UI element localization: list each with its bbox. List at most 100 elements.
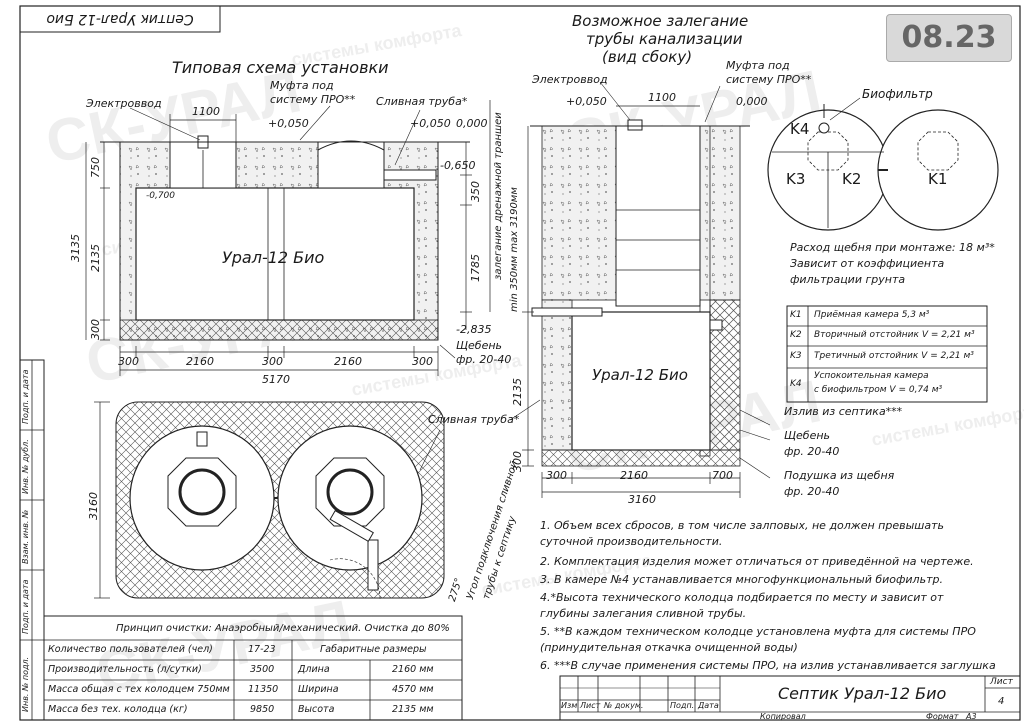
legend-k: K1	[790, 310, 802, 320]
spec-principle: Принцип очистки: Анаэробный/механический…	[116, 623, 450, 634]
stamp-kopiroval: Копировал	[760, 712, 806, 721]
gravel-note-2: Зависит от коэффициента	[790, 257, 945, 270]
side-view-title-line3: (вид сбоку)	[602, 48, 693, 66]
label-minmax: min 350мм max 3190мм	[509, 187, 520, 312]
note-line: глубины залегания сливной трубы.	[540, 607, 747, 620]
label-mufta-2: систему ПРО**	[270, 93, 356, 106]
stamp-data: Дата	[698, 701, 719, 710]
side-view-title-line2: трубы канализации	[586, 30, 743, 48]
stamp-ndok: № докум.	[604, 701, 644, 710]
dim-350: 350	[469, 181, 482, 202]
spec-dim-name: Длина	[298, 664, 330, 675]
level-m700: -0,700	[146, 191, 176, 201]
dim-2160: 2160	[334, 355, 362, 368]
label-izliv: Излив из септика***	[784, 405, 903, 418]
dim-2135-side: 2135	[511, 378, 524, 406]
note-line: (принудительная откачка очищенной воды)	[540, 641, 798, 654]
tank-name: Урал-12 Био	[222, 248, 325, 267]
stamp-list-no: 4	[998, 696, 1005, 707]
label-scheben-side: Щебень	[784, 429, 831, 442]
label-biofilter: Биофильтр	[862, 87, 933, 101]
install-scheme-title: Типовая схема установки	[172, 58, 389, 77]
dim-3135: 3135	[69, 234, 82, 262]
chamber-k1: K1	[928, 170, 948, 188]
label-electro-side: Электроввод	[532, 73, 608, 86]
level-p050-side: +0,050	[566, 95, 607, 108]
note-line: 6. ***В случае применения системы ПРО, н…	[540, 659, 996, 672]
stamp-format: Формат	[926, 712, 959, 721]
legend-desc: Приёмная камера 5,3 м³	[814, 310, 930, 320]
dim-3160: 3160	[87, 492, 100, 520]
stamp-izm: Изм	[561, 701, 578, 710]
label-zalegan: залегание дренажной траншеи	[493, 112, 504, 280]
spec-dim-val: 2160 мм	[392, 664, 434, 675]
dim-2160: 2160	[186, 355, 214, 368]
dim-300: 300	[262, 355, 283, 368]
dim-3160-side: 3160	[628, 493, 656, 506]
stamp-list: Лист	[580, 701, 601, 710]
level-m650: -0,650	[440, 159, 476, 172]
dim-300-side: 300	[511, 451, 524, 472]
spec-row-name: Масса без тех. колодца (кг)	[48, 704, 188, 715]
gravel-note-3: фильтрации грунта	[790, 273, 906, 286]
side-stamp-label: Инв. № подл.	[21, 656, 30, 712]
spec-row-name: Количество пользователей (чел)	[48, 644, 213, 655]
dim-2160-side: 2160	[620, 469, 648, 482]
label-mufta-side-2: систему ПРО**	[726, 73, 812, 86]
dim-300-side-b: 300	[546, 469, 567, 482]
stamp-list-label: Лист	[990, 677, 1013, 687]
label-sliv: Сливная труба*	[376, 95, 468, 108]
side-stamp-label: Инв. № дубл.	[21, 439, 30, 494]
label-fr-podushka: фр. 20-40	[784, 485, 840, 498]
side-stamp-label: Взам. инв. №	[21, 509, 30, 564]
spec-row-name: Масса общая с тех колодцем 750мм	[48, 684, 230, 695]
legend-desc: с биофильтром V = 0,74 м³	[814, 385, 943, 395]
note-line: 1. Объем всех сбросов, в том числе залпо…	[540, 519, 944, 532]
tank-name-side: Урал-12 Био	[592, 366, 688, 384]
spec-dim-name: Ширина	[298, 684, 339, 695]
label-scheben: Щебень	[456, 339, 503, 352]
legend-k: K3	[790, 351, 802, 361]
legend-desc: Успокоительная камера	[814, 371, 929, 381]
spec-dim-val: 2135 мм	[392, 704, 434, 715]
spec-dim-header: Габаритные размеры	[320, 644, 427, 655]
dim-300: 300	[118, 355, 139, 368]
chamber-k4: K4	[790, 120, 810, 138]
label-fr-side: фр. 20-40	[784, 445, 840, 458]
spec-row-val: 3500	[250, 664, 275, 675]
stamp-title: Септик Урал-12 Био	[778, 684, 947, 703]
label-podushka: Подушка из щебня	[784, 469, 895, 482]
chamber-k3: K3	[786, 170, 806, 188]
level-p0: 0,000	[456, 117, 488, 130]
dim-700-side: 700	[712, 469, 733, 482]
legend-desc: Третичный отстойник V = 2,21 м³	[814, 351, 974, 361]
spec-row-val: 9850	[250, 704, 275, 715]
stamp-podp: Подп.	[670, 701, 695, 710]
dim-300: 300	[89, 319, 102, 340]
stamp-a3: А3	[966, 712, 977, 721]
side-stamp-label: Подп. и дата	[21, 579, 30, 635]
dim-300: 300	[412, 355, 433, 368]
spec-row-val: 11350	[248, 684, 279, 695]
note-line: 3. В камере №4 устанавливается многофунк…	[540, 573, 943, 586]
note-line: 2. Комплектация изделия может отличаться…	[540, 555, 974, 568]
dim-5170: 5170	[262, 373, 290, 386]
label-fr: фр. 20-40	[456, 353, 512, 366]
header-stamp-text: Септик Урал-12 Био	[46, 11, 194, 27]
gravel-note-1: Расход щебня при монтаже: 18 м³*	[790, 241, 995, 254]
spec-dim-name: Высота	[298, 704, 335, 715]
chamber-k2: K2	[842, 170, 862, 188]
label-mufta-side-1: Муфта под	[726, 59, 790, 72]
label-electro: Электроввод	[86, 97, 162, 110]
label-sliv-plan: Сливная труба*	[428, 413, 520, 426]
note-line: 4.*Высота технического колодца подбирает…	[540, 591, 944, 604]
spec-dim-val: 4570 мм	[392, 684, 434, 695]
side-view-title-line1: Возможное залегание	[572, 12, 749, 30]
dim-1100: 1100	[192, 105, 220, 118]
legend-desc: Вторичный отстойник V = 2,21 м³	[814, 330, 975, 340]
dim-1785: 1785	[469, 254, 482, 282]
side-stamp-label: Подп. и дата	[21, 369, 30, 425]
legend-k: K4	[790, 379, 802, 389]
